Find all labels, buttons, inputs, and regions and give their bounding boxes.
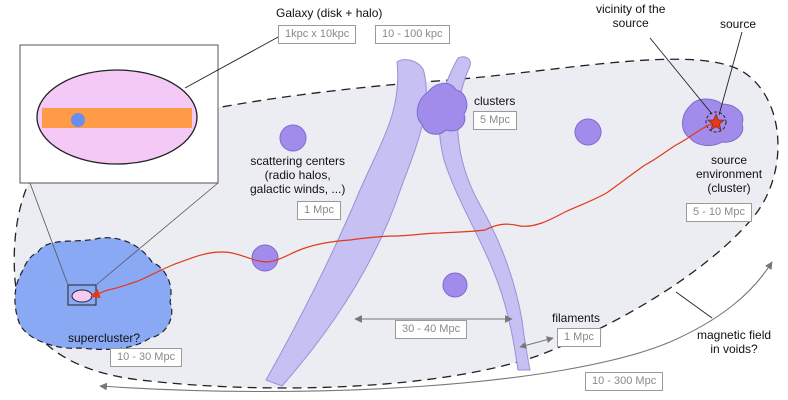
filaments-size-box: 1 Mpc bbox=[557, 328, 601, 347]
scattering-label-line1: scattering centers bbox=[250, 154, 346, 168]
supercluster-label: supercluster? bbox=[68, 331, 141, 345]
source-environment-line2: environment bbox=[696, 167, 763, 181]
overall-size-arrow bbox=[99, 261, 773, 393]
source-star-icon bbox=[707, 113, 725, 131]
filaments-label: filaments bbox=[552, 311, 601, 325]
overall-size-box: 10 - 300 Mpc bbox=[585, 372, 664, 391]
vicinity-label-line2: source bbox=[612, 16, 649, 30]
voids-leader bbox=[675, 291, 713, 319]
source-environment-line3: (cluster) bbox=[707, 181, 751, 195]
supercluster-galaxy bbox=[71, 289, 93, 303]
scattering-center-mid bbox=[442, 272, 468, 298]
source-environment-size-box: 5 - 10 Mpc bbox=[686, 203, 752, 222]
galaxy-size-box: 1kpc x 10kpc bbox=[278, 25, 357, 44]
scattering-label-line2: (radio halos, bbox=[264, 168, 331, 182]
voids-label-line2: in voids? bbox=[710, 342, 758, 356]
vicinity-leader bbox=[649, 37, 713, 115]
source-label: source bbox=[720, 17, 757, 31]
voids-label: magnetic field in voids? bbox=[697, 328, 771, 356]
galaxy-disk bbox=[42, 108, 192, 128]
galaxy-label: Galaxy (disk + halo) bbox=[276, 6, 383, 20]
galaxy-distance-box: 10 - 100 kpc bbox=[375, 25, 450, 44]
zoom-line-left bbox=[29, 182, 69, 286]
scattering-label-line3: galactic winds, ...) bbox=[250, 182, 346, 196]
voids-label-line1: magnetic field bbox=[697, 328, 772, 342]
scattering-center-top bbox=[279, 124, 307, 152]
cluster-blob bbox=[416, 83, 468, 135]
source-leader bbox=[718, 31, 743, 116]
scattering-size-box: 1 Mpc bbox=[297, 201, 341, 220]
vicinity-label-line1: vicinity of the bbox=[596, 2, 666, 16]
clusters-label: clusters bbox=[474, 94, 516, 108]
scattering-label: scattering centers (radio halos, galacti… bbox=[250, 154, 345, 196]
source-environment-line1: source bbox=[711, 153, 748, 167]
filament-gap-box: 30 - 40 Mpc bbox=[395, 320, 468, 339]
scattering-center-right bbox=[574, 118, 602, 146]
source-vicinity bbox=[705, 111, 727, 133]
supercluster-size-box: 10 - 30 Mpc bbox=[110, 348, 183, 367]
clusters-size-box: 5 Mpc bbox=[473, 111, 517, 130]
scattering-center-left bbox=[251, 244, 279, 272]
source-environment-label: source environment (cluster) bbox=[696, 153, 762, 195]
galaxy-label-leader bbox=[184, 35, 281, 89]
vicinity-label: vicinity of the source bbox=[596, 2, 665, 30]
galaxy-core bbox=[71, 113, 85, 127]
